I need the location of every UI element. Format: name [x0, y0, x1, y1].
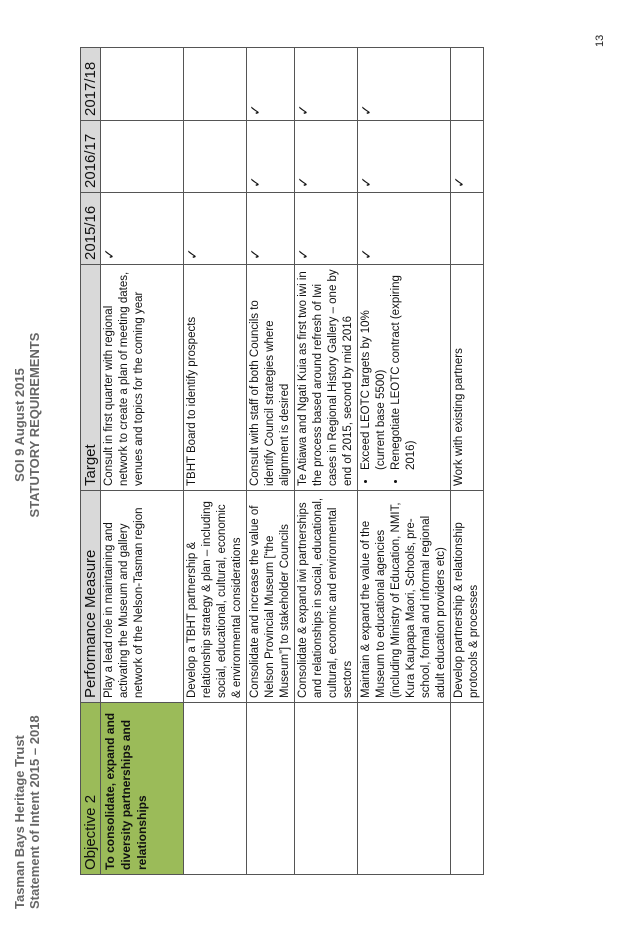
table-header-row: Objective 2 Performance Measure Target 2…: [80, 47, 101, 875]
soi-date: SOI 9 August 2015: [12, 368, 27, 482]
check-cell: [100, 47, 184, 121]
check-cell: ✓: [100, 192, 184, 265]
measure-cell: Play a lead role in maintaining and acti…: [100, 490, 184, 703]
target-bullet-item: Exceed LEOTC targets by 10% (current bas…: [359, 269, 389, 470]
table-row: Develop partnership & relationship proto…: [450, 47, 484, 875]
check-cell: ✓: [294, 120, 358, 193]
objective-header: Objective 2: [80, 702, 101, 875]
target-cell: Work with existing partners: [450, 264, 484, 491]
check-cell: ✓: [357, 192, 451, 265]
table-row: To consolidate, expand and diversity par…: [100, 47, 184, 875]
section-title: STATUTORY REQUIREMENTS: [27, 332, 42, 518]
objectives-table: Objective 2 Performance Measure Target 2…: [80, 47, 484, 875]
document-header: Tasman Bays Heritage Trust Statement of …: [12, 715, 42, 909]
check-cell: ✓: [294, 47, 358, 121]
target-cell: TBHT Board to identify prospects: [183, 264, 247, 491]
check-cell: ✓: [357, 47, 451, 121]
measure-cell: Consolidate and increase the value of Ne…: [246, 490, 295, 703]
objective-empty-cell: [357, 702, 451, 875]
target-cell: Te Atiawa and Ngati Kuia as first two iw…: [294, 264, 358, 491]
check-cell: [450, 47, 484, 121]
page-number: 13: [594, 34, 606, 47]
table-row: Consolidate & expand iwi partnerships an…: [294, 47, 358, 875]
check-cell: [183, 120, 247, 193]
objective-empty-cell: [294, 702, 358, 875]
table-row: Maintain & expand the value of the Museu…: [357, 47, 451, 875]
target-cell: Consult in first quarter with regional n…: [100, 264, 184, 491]
target-bullet-item: Renegotiate LEOTC contract (expiring 201…: [389, 269, 419, 470]
check-cell: ✓: [246, 192, 295, 265]
measure-cell: Consolidate & expand iwi partnerships an…: [294, 490, 358, 703]
measure-cell: Develop a TBHT partnership & relationshi…: [183, 490, 247, 703]
check-cell: [450, 192, 484, 265]
check-cell: ✓: [294, 192, 358, 265]
year-header-2017-18: 2017/18: [80, 47, 101, 121]
document-subtitle: Statement of Intent 2015 – 2018: [27, 715, 42, 909]
objective-empty-cell: [450, 702, 484, 875]
check-cell: ✓: [246, 47, 295, 121]
objective-empty-cell: [246, 702, 295, 875]
measure-header: Performance Measure: [80, 490, 101, 703]
check-cell: ✓: [450, 120, 484, 193]
check-cell: [183, 47, 247, 121]
objective-empty-cell: [183, 702, 247, 875]
check-cell: ✓: [246, 120, 295, 193]
org-name: Tasman Bays Heritage Trust: [12, 735, 27, 909]
check-cell: ✓: [357, 120, 451, 193]
check-cell: [100, 120, 184, 193]
target-cell: Consult with staff of both Councils to i…: [246, 264, 295, 491]
check-cell: ✓: [183, 192, 247, 265]
target-cell: Exceed LEOTC targets by 10% (current bas…: [357, 264, 451, 491]
section-header: SOI 9 August 2015 STATUTORY REQUIREMENTS: [12, 255, 42, 595]
measure-cell: Develop partnership & relationship proto…: [450, 490, 484, 703]
table-row: Develop a TBHT partnership & relationshi…: [183, 47, 247, 875]
table-row: Consolidate and increase the value of Ne…: [246, 47, 295, 875]
measure-cell: Maintain & expand the value of the Museu…: [357, 490, 451, 703]
year-header-2015-16: 2015/16: [80, 192, 101, 265]
year-header-2016-17: 2016/17: [80, 120, 101, 193]
target-bullet-list: Exceed LEOTC targets by 10% (current bas…: [359, 269, 419, 486]
target-header: Target: [80, 264, 101, 491]
objective-cell: To consolidate, expand and diversity par…: [100, 702, 184, 875]
